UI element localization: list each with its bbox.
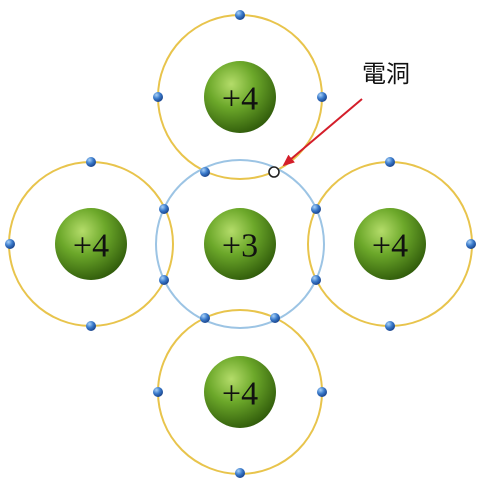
electron — [159, 204, 169, 214]
atom-top: +4 — [204, 61, 276, 133]
electron — [235, 468, 245, 478]
electron — [86, 157, 96, 167]
electron — [5, 239, 15, 249]
electron — [86, 321, 96, 331]
nucleus-left — [55, 208, 127, 280]
electron — [270, 313, 280, 323]
electron — [311, 204, 321, 214]
electron — [311, 275, 321, 285]
nucleus-right — [354, 208, 426, 280]
charge-label-right: +4 — [372, 228, 408, 265]
hole-marker — [268, 166, 280, 178]
atom-bottom: +4 — [204, 356, 276, 428]
charge-label-top: +4 — [222, 81, 258, 118]
atom-left: +4 — [55, 208, 127, 280]
electron — [153, 387, 163, 397]
electron — [235, 10, 245, 20]
charge-label-bottom: +4 — [222, 376, 258, 413]
nucleus-top — [204, 61, 276, 133]
electron — [385, 157, 395, 167]
atom-right: +4 — [354, 208, 426, 280]
electron — [153, 92, 163, 102]
orbit-center — [155, 159, 325, 329]
electron — [317, 387, 327, 397]
electron — [317, 92, 327, 102]
atom-center: +3 — [204, 208, 276, 280]
electron — [159, 275, 169, 285]
electrons — [5, 10, 476, 478]
hole-pointer-arrow — [282, 98, 363, 167]
hole-label: 電洞 — [362, 60, 410, 88]
charge-label-center: +3 — [222, 228, 258, 265]
nucleus-bottom — [204, 356, 276, 428]
nucleus-center — [204, 208, 276, 280]
electron — [385, 321, 395, 331]
electron — [200, 313, 210, 323]
charge-label-left: +4 — [73, 228, 109, 265]
electron — [200, 167, 210, 177]
electron — [466, 239, 476, 249]
